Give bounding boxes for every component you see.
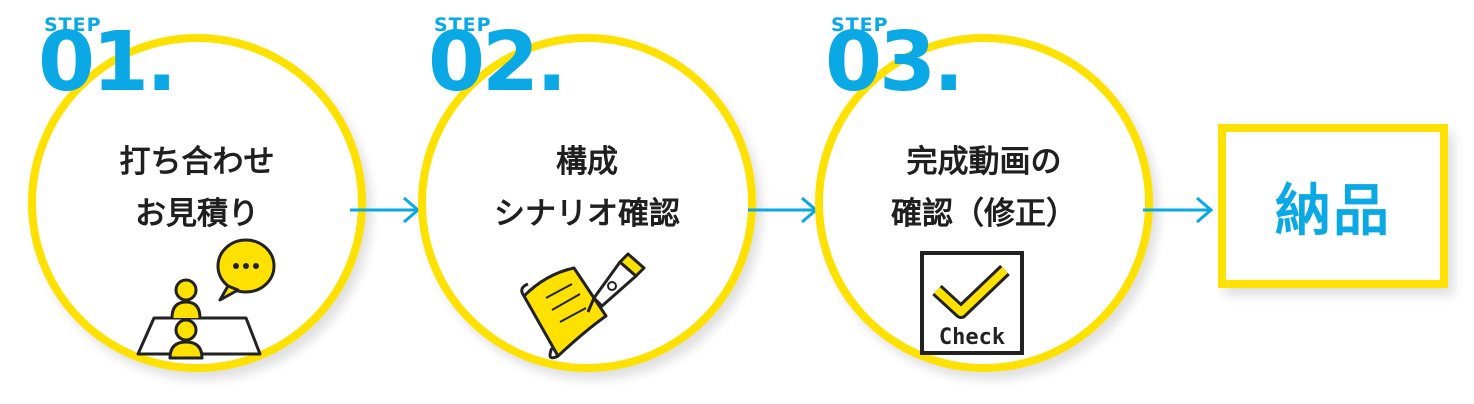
step-03-tag: STEP <box>831 14 889 36</box>
step-01-label-line-1: 打ち合わせ <box>119 144 275 180</box>
arrow-right-icon <box>1143 196 1214 224</box>
meeting-chat-icon <box>136 238 276 360</box>
arrow-right-icon <box>350 196 421 224</box>
step-01-tag: STEP <box>44 14 102 36</box>
step-03-label-line-2: 確認（修正） <box>891 196 1077 232</box>
check-icon-label: Check <box>939 325 1005 350</box>
step-02: STEP 02. 構成 シナリオ確認 <box>418 14 758 374</box>
check-box-icon: Check <box>920 251 1024 355</box>
arrow-right-icon <box>748 196 819 224</box>
step-01-label-line-2: お見積り <box>135 196 259 232</box>
step-03-number: 03. <box>825 15 964 110</box>
step-03: STEP 03. 完成動画の 確認（修正） Check <box>815 14 1155 374</box>
step-02-number: 02. <box>428 15 567 110</box>
step-03-label-line-1: 完成動画の <box>906 144 1062 180</box>
step-02-tag: STEP <box>434 14 492 36</box>
step-02-label-line-1: 構成 <box>556 144 618 180</box>
scenario-pen-icon <box>520 252 646 360</box>
step-01: STEP 01. 打ち合わせ お見積り <box>28 14 368 374</box>
delivery-label: 納品 <box>1275 178 1391 244</box>
step-01-label: 打ち合わせ お見積り <box>28 136 366 240</box>
step-02-label-line-2: シナリオ確認 <box>494 196 680 232</box>
delivery-box: 納品 <box>1218 124 1448 288</box>
step-02-label: 構成 シナリオ確認 <box>418 136 756 240</box>
step-01-number: 01. <box>38 15 177 110</box>
step-03-label: 完成動画の 確認（修正） <box>815 136 1153 240</box>
